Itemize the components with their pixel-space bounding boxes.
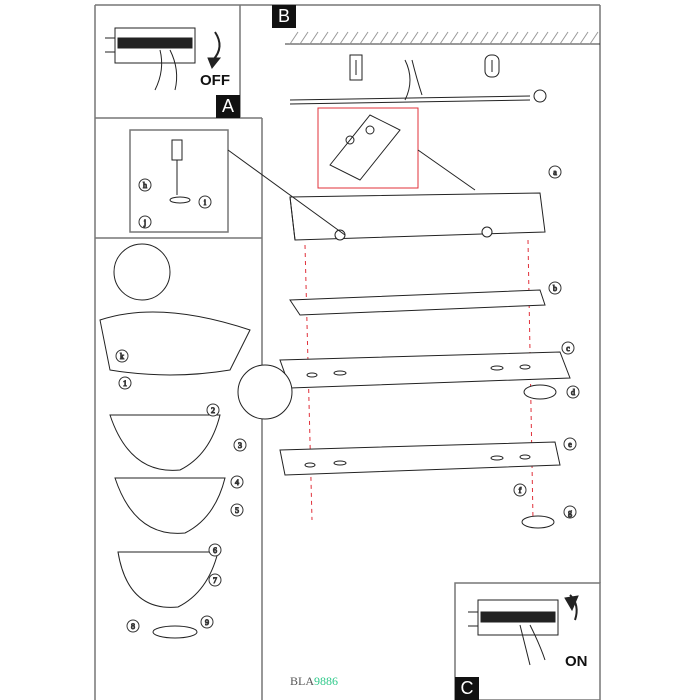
callout-markers: a b c d e f g h i j k 1 2 3 4 5 6 7 8 9 — [115, 165, 580, 633]
ceiling-hatch — [285, 31, 600, 45]
callout-label: a — [553, 168, 557, 177]
mounting-bracket — [289, 54, 547, 105]
product-code: BLA9886 — [290, 674, 338, 689]
off-label: OFF — [200, 72, 230, 89]
canopy-box — [289, 192, 546, 241]
callout-label: 1 — [123, 379, 127, 388]
lamp-plates — [279, 289, 571, 529]
callout-label: 8 — [131, 622, 135, 631]
callout-label: d — [571, 388, 575, 397]
callout-label: k — [120, 352, 124, 361]
product-code-number: 9886 — [314, 674, 338, 688]
callout-label: 5 — [235, 506, 239, 515]
callout-label: 2 — [211, 406, 215, 415]
callout-label: 3 — [238, 441, 242, 450]
callout-label: j — [143, 218, 146, 227]
panel-a-badge: A — [216, 95, 240, 118]
screw-detail — [169, 139, 346, 236]
callout-label: g — [568, 508, 572, 517]
callout-label: c — [566, 344, 570, 353]
terminal-block-detail — [317, 107, 476, 191]
callout-label: f — [519, 486, 522, 495]
callout-label: b — [553, 284, 557, 293]
callout-label: 4 — [235, 478, 239, 487]
callout-label: e — [568, 440, 572, 449]
panel-b-badge: B — [272, 5, 296, 28]
shade-assembly-steps — [99, 243, 293, 639]
circuit-breaker-off — [105, 27, 222, 91]
product-code-prefix: BLA — [290, 674, 314, 688]
panel-c-badge: C — [455, 677, 479, 700]
on-label: ON — [565, 653, 588, 670]
callout-label: 9 — [205, 618, 209, 627]
callout-label: i — [204, 198, 207, 207]
callout-label: h — [143, 181, 147, 190]
callout-label: 7 — [213, 576, 217, 585]
callout-label: 6 — [213, 546, 217, 555]
